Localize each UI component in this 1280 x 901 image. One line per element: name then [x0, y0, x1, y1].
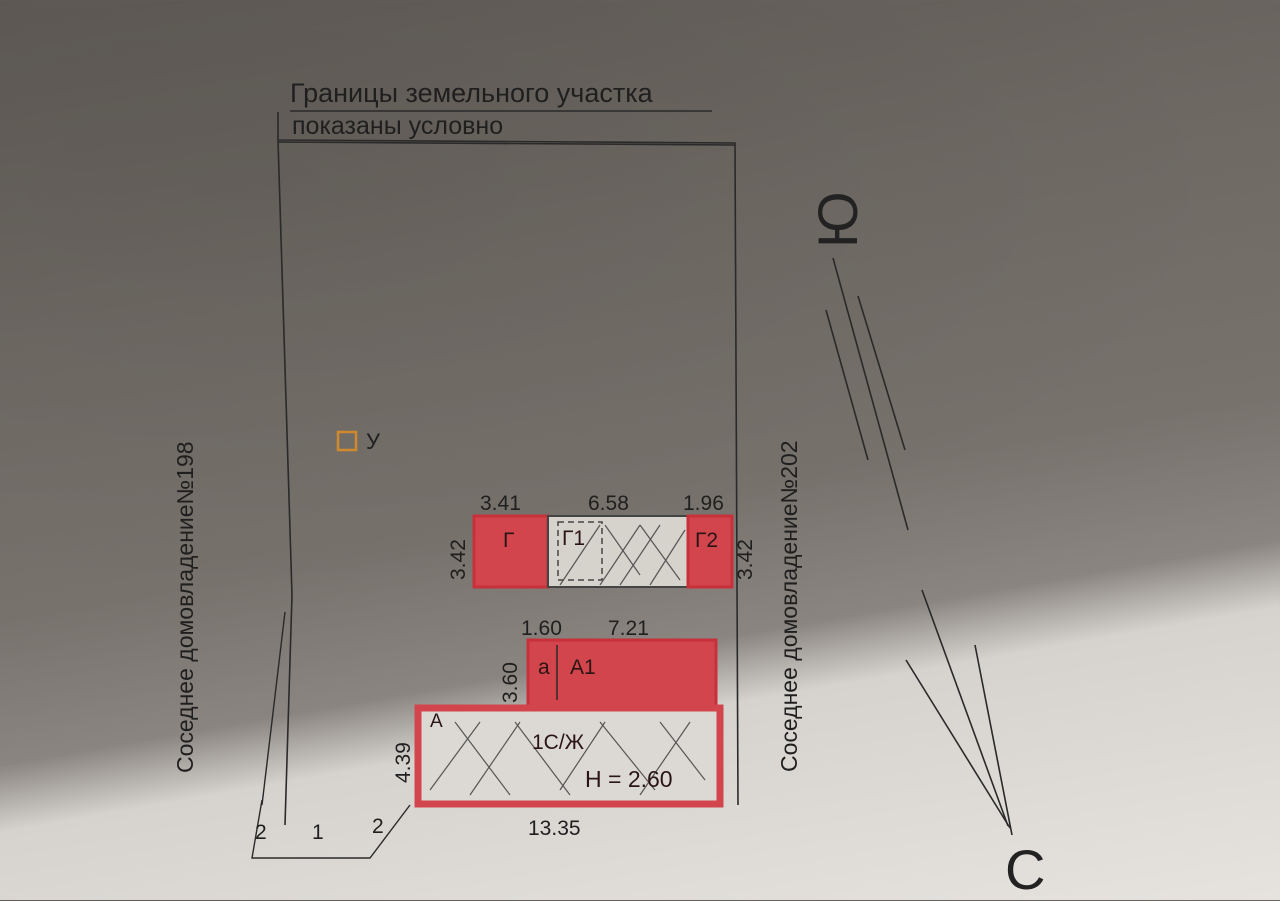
building-a-small-label: а: [538, 656, 550, 679]
building-height-label: Н = 2.60: [585, 766, 673, 792]
compass-lines-top: [825, 257, 909, 531]
dim-g1-width: 6.58: [588, 492, 629, 515]
building-g1-label: Г1: [562, 527, 586, 550]
dim-g2-height: 3.42: [734, 539, 757, 580]
building-main: [414, 704, 724, 808]
building-main-label: 1С/Ж: [532, 731, 585, 754]
boundary-left-lower: [261, 611, 286, 806]
marker-square: [336, 430, 358, 452]
compass-south-label: Ю: [806, 191, 869, 248]
marker-label: У: [366, 429, 380, 454]
building-a1-label: А1: [570, 656, 596, 679]
title-line1: Границы земельного участка: [290, 78, 653, 108]
building-g2-label: Г2: [695, 529, 719, 552]
dim-a1-height: 3.60: [499, 662, 522, 703]
boundary-bottom-left: [251, 799, 411, 859]
compass-north-label: С: [1005, 838, 1046, 901]
building-g2: [686, 514, 734, 589]
dim-edge-1: 1: [312, 821, 324, 844]
dim-a1-width: 7.21: [608, 617, 649, 640]
dim-edge-2b: 2: [372, 815, 384, 838]
dim-edge-2a: 2: [255, 821, 267, 844]
title-line2: показаны условно: [292, 112, 504, 140]
left-neighbor-label: Соседнее домовладение№198: [172, 441, 198, 773]
sheet-shadow: [0, 0, 1280, 610]
boundary-top: [277, 141, 736, 146]
dim-g-width: 3.41: [480, 492, 521, 515]
compass-lines-bottom: [905, 589, 1013, 836]
dim-a-width: 1.60: [521, 617, 562, 640]
dim-g-height: 3.42: [447, 539, 470, 580]
building-a1: [526, 638, 718, 714]
right-neighbor-label: Соседнее домовладение№202: [776, 440, 802, 772]
building-a-label: А: [430, 711, 443, 732]
dim-g2-width: 1.96: [683, 492, 724, 515]
dim-main-width: 13.35: [528, 817, 581, 840]
plot-boundary: [277, 112, 739, 826]
dim-main-height: 4.39: [392, 742, 415, 783]
building-g1: [547, 515, 689, 588]
building-g-label: Г: [503, 529, 515, 552]
